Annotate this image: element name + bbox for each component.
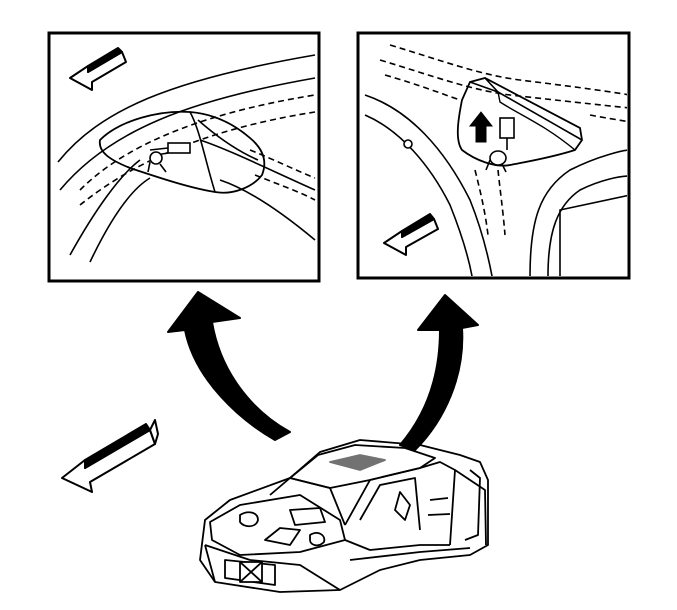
front-direction-arrow-icon <box>383 213 439 256</box>
front-direction-arrow-icon <box>69 47 127 91</box>
detail-panel-right <box>356 31 631 280</box>
front-direction-arrow-icon <box>61 419 159 493</box>
detail-panel-left <box>47 31 321 283</box>
car-body-icon <box>199 439 489 593</box>
up-arrow-icon <box>468 111 494 143</box>
callout-arrow-icon <box>167 291 479 451</box>
